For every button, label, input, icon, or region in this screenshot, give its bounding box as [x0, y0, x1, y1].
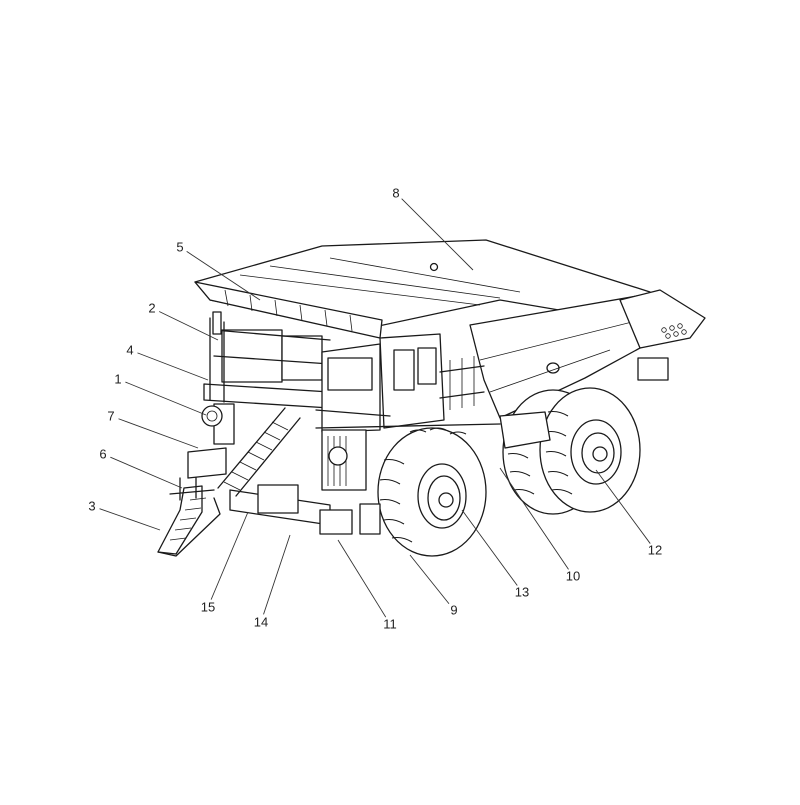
callout-14: 14	[253, 614, 269, 630]
callout-10: 10	[565, 568, 581, 584]
front-tire	[319, 427, 487, 557]
leader-line-11	[337, 539, 387, 618]
leader-line-13	[461, 509, 518, 586]
callout-7: 7	[107, 408, 115, 424]
callout-leaders	[99, 198, 651, 618]
leader-line-10	[499, 467, 569, 570]
leader-line-7	[118, 418, 199, 449]
leader-line-6	[110, 456, 183, 489]
callout-13: 13	[514, 584, 530, 600]
deck-module	[201, 311, 331, 526]
leader-line-4	[137, 352, 209, 381]
callout-5: 5	[176, 239, 184, 255]
callout-6: 6	[99, 446, 107, 462]
stairways	[157, 407, 301, 557]
callout-9: 9	[450, 602, 458, 618]
callout-4: 4	[126, 342, 134, 358]
callout-12: 12	[647, 542, 663, 558]
leader-line-8	[401, 198, 474, 271]
leader-line-9	[409, 554, 450, 605]
callout-15: 15	[200, 599, 216, 615]
callout-3: 3	[88, 498, 96, 514]
callout-1: 1	[114, 371, 122, 387]
leader-line-5	[186, 251, 261, 301]
callout-11: 11	[383, 616, 397, 632]
dump-body	[194, 239, 706, 419]
callout-8: 8	[392, 185, 400, 201]
operator-cab	[315, 333, 501, 491]
callout-2: 2	[148, 300, 156, 316]
leader-line-1	[125, 381, 207, 416]
leader-line-15	[210, 511, 249, 600]
rear-tires	[499, 387, 641, 515]
leader-line-12	[595, 469, 651, 544]
leader-line-3	[99, 508, 161, 531]
leader-line-2	[159, 311, 219, 341]
leader-line-14	[263, 534, 291, 615]
